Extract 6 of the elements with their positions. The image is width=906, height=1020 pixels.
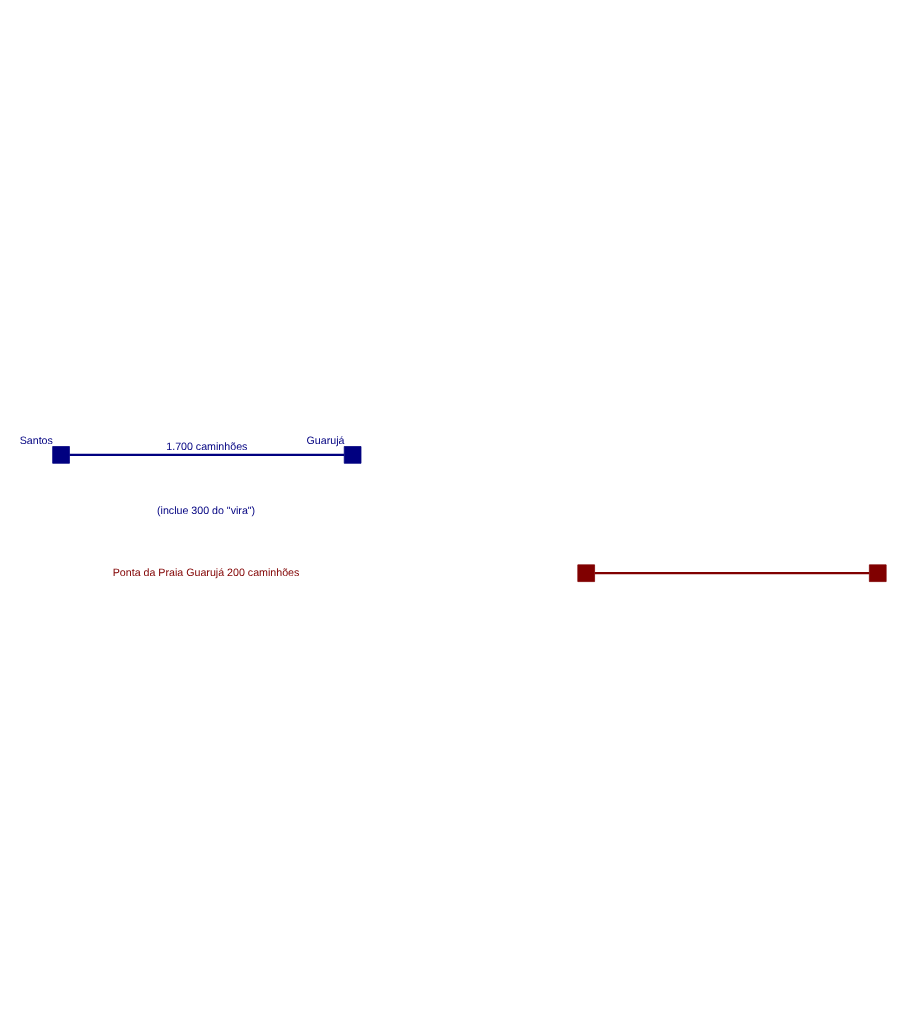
connector: [594, 571, 870, 574]
node-box: [343, 445, 362, 463]
node-box: [869, 563, 887, 581]
node-box: [52, 445, 70, 463]
connector: [69, 452, 345, 456]
node-box: [577, 563, 595, 581]
